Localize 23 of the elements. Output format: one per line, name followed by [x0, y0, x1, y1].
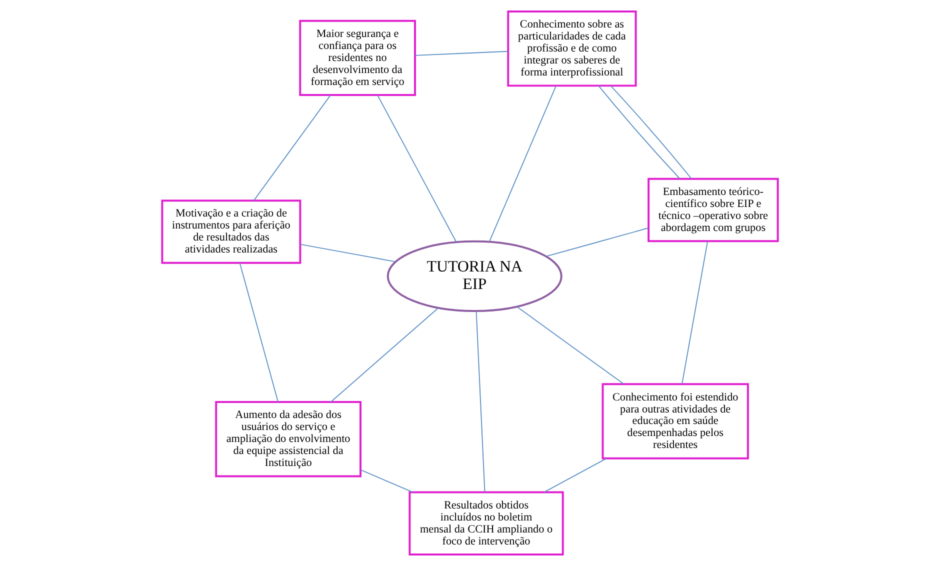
connector	[360, 470, 414, 493]
node-box: Embasamento teórico-científico sobre EIP e técnico –operativo sobre abordagem com grupos	[647, 178, 778, 242]
node-ellipse: TUTORIA NA EIP	[386, 240, 562, 312]
connector	[545, 228, 648, 257]
connector	[543, 458, 607, 493]
connector	[376, 94, 456, 242]
connector	[598, 85, 680, 180]
connector	[681, 240, 708, 384]
node-box: Conhecimento sobre as particularidades de cada profissão e de como integrar os saberes de forma interprofissional	[506, 10, 636, 87]
connector	[414, 50, 508, 56]
connector	[516, 306, 624, 384]
node-box: Conhecimento foi estendido para outras atividades de educação em saúde desempenhadas pelos residentes	[601, 383, 748, 460]
connector	[610, 85, 692, 180]
node-box: Maior segurança e confiança para os residentes no desenvolvimento da formação em serviço	[298, 20, 416, 96]
node-box: Resultados obtidos incluídos no boletim mensal da CCIH ampliando o foco de intervenção	[408, 491, 564, 556]
connector	[475, 310, 485, 493]
connector	[238, 262, 278, 402]
node-box: Aumento da adesão dos usuários do serviço e ampliação do envolvimento da equipe assistencial da Instituição	[214, 401, 361, 478]
connector	[299, 244, 396, 262]
connector	[488, 85, 556, 242]
connector	[330, 308, 438, 402]
connector	[252, 94, 330, 202]
node-box: Motivação e a criação de instrumentos para aferição de resultados das atividades realizadas	[160, 200, 301, 264]
